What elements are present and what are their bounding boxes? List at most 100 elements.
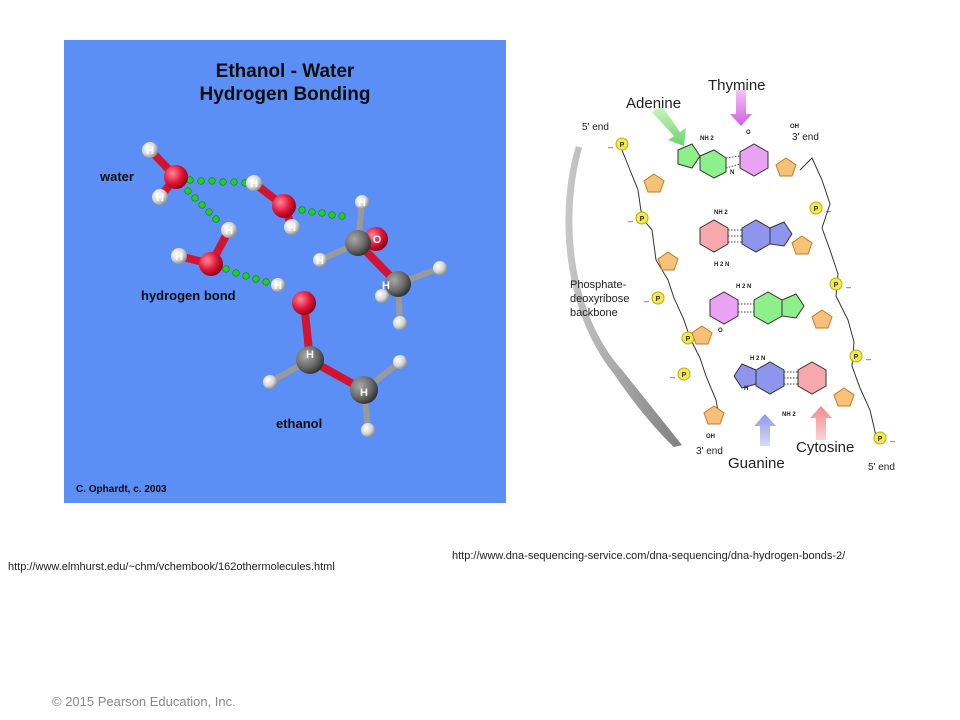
atom-h-label: H xyxy=(274,280,282,292)
svg-text:H 2 N: H 2 N xyxy=(714,262,729,268)
phosphate-letters: P P P P P P P P P xyxy=(620,142,883,443)
water-molecule-2 xyxy=(246,175,300,235)
atom-h-label: H xyxy=(288,222,296,234)
three-prime-end-bottom: 3' end xyxy=(696,446,723,457)
atom-h-label: H xyxy=(175,251,183,263)
atom-h-label: H xyxy=(156,192,164,204)
svg-text:NH 2: NH 2 xyxy=(700,136,714,142)
svg-text:–: – xyxy=(826,206,831,216)
svg-text:O: O xyxy=(746,130,751,136)
cytosine-arrow xyxy=(810,406,832,440)
svg-text:OH: OH xyxy=(706,434,715,440)
backbone-label-line2: deoxyribose xyxy=(570,293,629,305)
hbond-4 xyxy=(222,265,270,286)
atom-h-label: H xyxy=(360,387,368,399)
guanine-base-2 xyxy=(733,361,785,395)
svg-text:H 2 N: H 2 N xyxy=(750,356,765,362)
image-credit: C. Ophardt, c. 2003 xyxy=(76,484,167,495)
svg-text:P: P xyxy=(640,216,645,223)
hydrogen-bond-label: hydrogen bond xyxy=(141,288,236,303)
svg-text:P: P xyxy=(686,336,691,343)
svg-text:P: P xyxy=(834,282,839,289)
svg-text:NH 2: NH 2 xyxy=(714,210,728,216)
label-arrows xyxy=(652,90,832,446)
svg-text:P: P xyxy=(656,296,661,303)
svg-text:P: P xyxy=(854,354,859,361)
svg-text:P: P xyxy=(682,372,687,379)
panel-title-line1: Ethanol - Water xyxy=(215,61,355,82)
cytosine-base-1 xyxy=(699,219,729,253)
water-molecule-1 xyxy=(142,142,188,205)
covalent-bonds xyxy=(146,146,402,394)
svg-text:–: – xyxy=(644,296,649,306)
three-prime-end-top: 3' end xyxy=(792,132,819,143)
backbone-label-line1: Phosphate- xyxy=(570,279,627,291)
phosphates-left xyxy=(615,137,695,381)
svg-text:–: – xyxy=(890,436,895,446)
thymine-arrow xyxy=(730,90,752,126)
water-label: water xyxy=(100,169,134,184)
panel-title-line2: Hydrogen Bonding xyxy=(199,84,371,105)
ethanol-molecule-upper xyxy=(313,195,447,330)
hbond-2 xyxy=(184,187,220,223)
thymine-base-2 xyxy=(709,291,739,325)
svg-text:–: – xyxy=(846,282,851,292)
base-pair-hydrogen-bonds xyxy=(725,155,798,385)
svg-text:O: O xyxy=(718,328,723,334)
adenine-base-2 xyxy=(753,291,805,325)
hbond-3 xyxy=(298,206,346,220)
ethanol-molecule-lower xyxy=(263,278,407,437)
svg-text:–: – xyxy=(670,372,675,382)
nucleobases xyxy=(677,143,827,395)
charge-signs: – – – – – – – – xyxy=(608,142,895,446)
cytosine-base-2 xyxy=(797,361,827,395)
panel-title: Ethanol - Water Hydrogen Bonding xyxy=(64,60,506,106)
atom-letters: H H H H H H H H H H H H O xyxy=(146,145,390,399)
copyright-notice: © 2015 Pearson Education, Inc. xyxy=(52,694,236,709)
atom-h-label: H xyxy=(225,225,233,237)
atom-h-label: H xyxy=(146,145,154,157)
atom-h-label: H xyxy=(382,280,390,292)
svg-text:OH: OH xyxy=(790,124,799,130)
thymine-label: Thymine xyxy=(708,77,766,94)
atom-o-label: O xyxy=(373,234,382,246)
phosphates-right xyxy=(809,201,887,445)
atom-h-label: H xyxy=(250,178,258,190)
svg-text:–: – xyxy=(866,354,871,364)
backbone-brace xyxy=(565,146,682,447)
backbone-label-line3: backbone xyxy=(570,307,618,319)
atom-h-label: H xyxy=(358,197,366,209)
svg-text:P: P xyxy=(814,206,819,213)
water-molecule-3 xyxy=(171,222,237,276)
ethanol-water-panel: H H H H H H H H H H H H O Ethanol - Wate… xyxy=(64,40,506,503)
atom-h-label: H xyxy=(306,349,314,361)
five-prime-end-bottom: 5' end xyxy=(868,462,895,473)
source-url-right[interactable]: http://www.dna-sequencing-service.com/dn… xyxy=(452,550,846,562)
adenine-arrow xyxy=(652,106,686,146)
cytosine-label: Cytosine xyxy=(796,439,854,456)
molecule-diagram: H H H H H H H H H H H H O xyxy=(142,142,447,437)
svg-text:H 2 N: H 2 N xyxy=(736,284,751,290)
guanine-base-1 xyxy=(741,219,793,253)
atom-h-label: H xyxy=(316,255,324,267)
five-prime-end-top: 5' end xyxy=(582,122,609,133)
hbond-1 xyxy=(186,176,249,187)
thymine-base-1 xyxy=(739,143,769,177)
svg-text:P: P xyxy=(620,142,625,149)
deoxyribose-sugars xyxy=(643,157,855,425)
adenine-base-1 xyxy=(677,143,727,179)
adenine-label: Adenine xyxy=(626,95,681,112)
svg-text:P: P xyxy=(878,436,883,443)
svg-text:N: N xyxy=(730,170,734,176)
guanine-label: Guanine xyxy=(728,455,785,472)
svg-text:NH 2: NH 2 xyxy=(782,412,796,418)
dna-diagram: P P P P P P P P P NH 2 xyxy=(565,77,895,473)
atom-labels: NH 2 NH 2 H 2 N H 2 N NH 2 H 2 N N O OH … xyxy=(700,124,799,440)
ethanol-label: ethanol xyxy=(276,416,323,431)
source-url-left[interactable]: http://www.elmhurst.edu/~chm/vchembook/1… xyxy=(8,561,335,573)
svg-text:H: H xyxy=(744,386,748,392)
hydrogen-bonds xyxy=(184,176,346,286)
svg-text:–: – xyxy=(608,142,613,152)
dna-labels: Adenine Thymine Guanine Cytosine 5' end … xyxy=(570,77,895,473)
svg-text:–: – xyxy=(628,216,633,226)
